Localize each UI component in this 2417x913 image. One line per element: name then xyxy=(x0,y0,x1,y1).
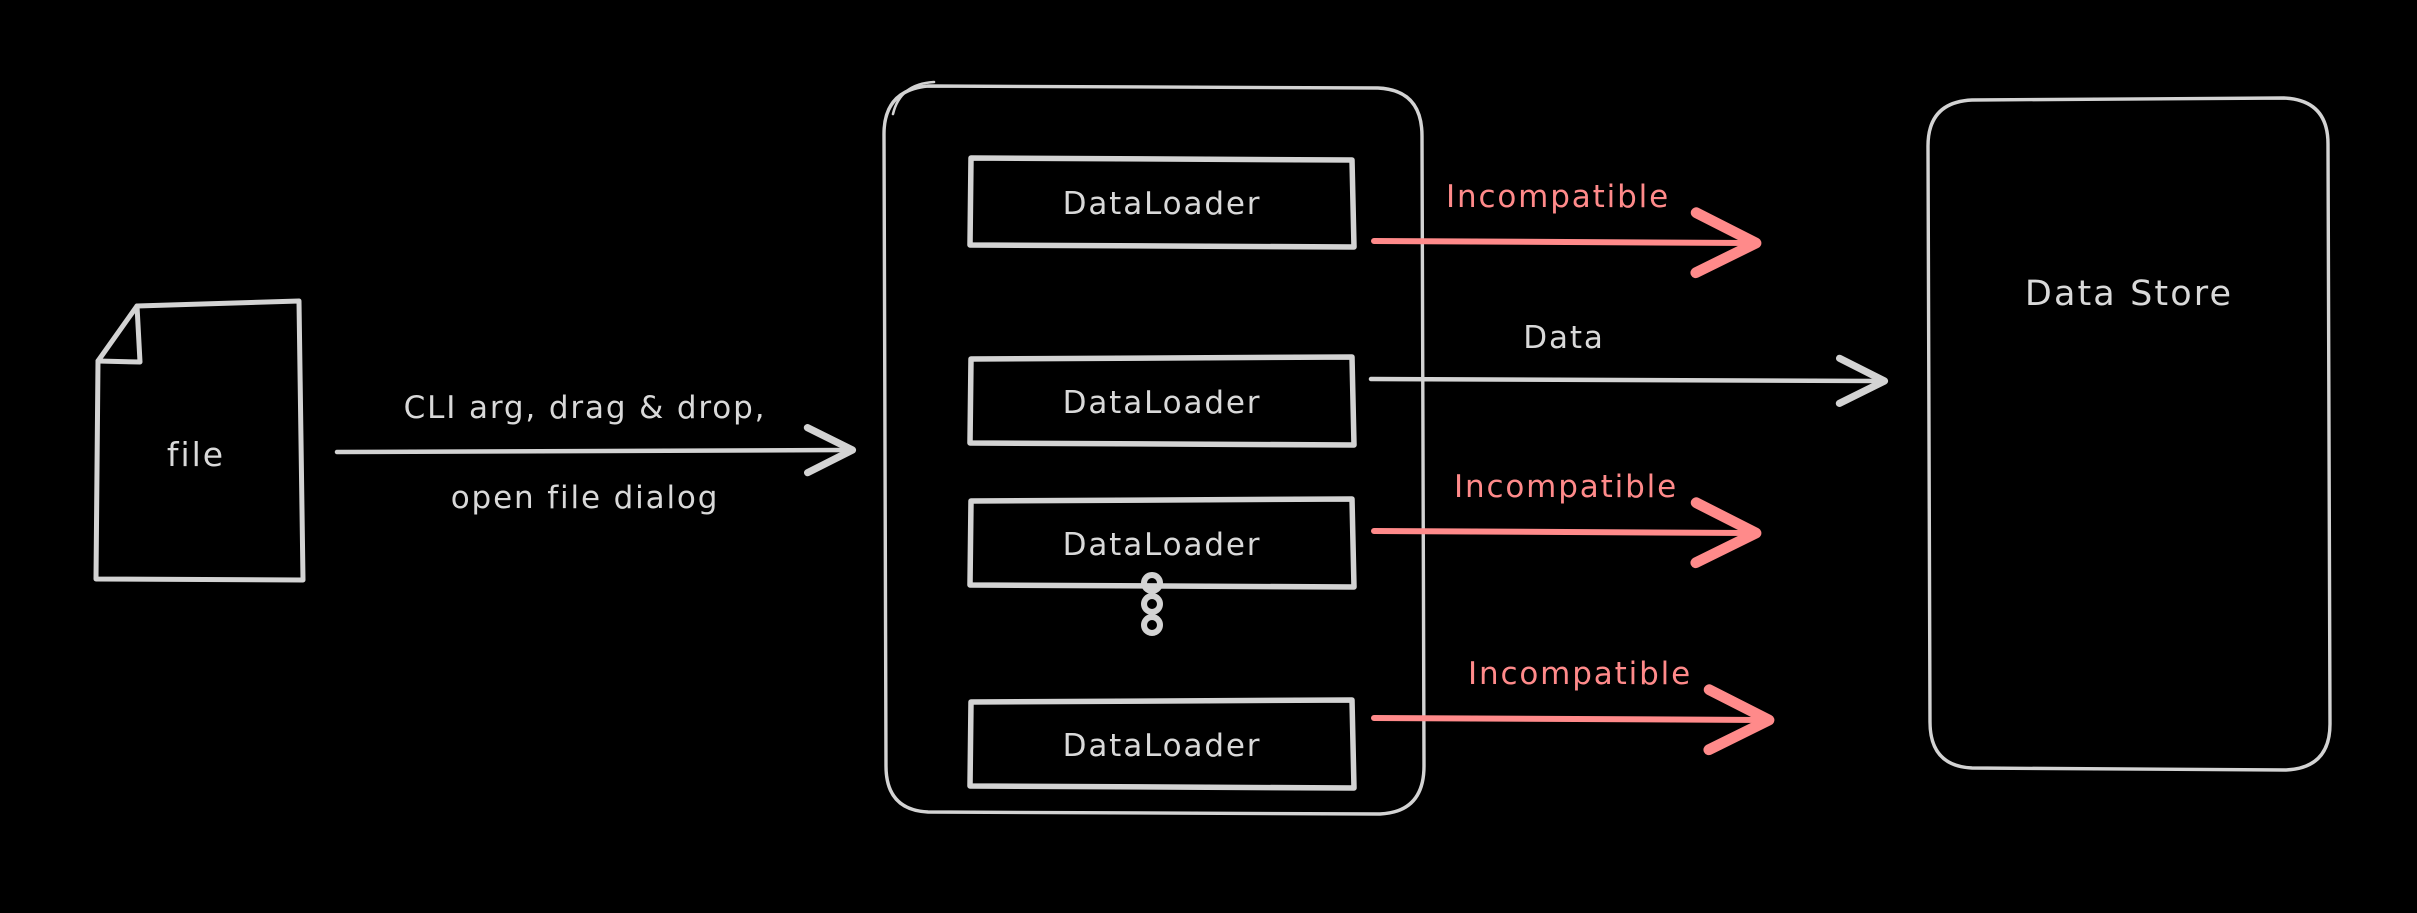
loader-box-1[interactable]: DataLoader xyxy=(967,155,1357,250)
loader-box-2-outline xyxy=(967,354,1357,448)
data-store-outline xyxy=(1926,96,2332,772)
output-edge-2-line xyxy=(1368,354,1889,407)
output-edge-4-label: Incompatible xyxy=(1468,656,1692,692)
output-edge-1-label: Incompatible xyxy=(1446,179,1670,215)
output-edge-3-label: Incompatible xyxy=(1454,469,1678,505)
output-edge-2-label: Data xyxy=(1523,320,1604,356)
loader-box-1-outline xyxy=(967,155,1357,250)
loader-box-3-outline xyxy=(967,496,1357,590)
loader-group-container[interactable]: DataLoader DataLoader DataLoader D xyxy=(882,80,1426,816)
output-edge-2: Data xyxy=(1368,320,1889,407)
output-edge-1-line xyxy=(1371,207,1762,279)
loader-box-4-outline xyxy=(967,697,1357,791)
output-edge-4-line xyxy=(1371,684,1775,756)
loader-box-3-label: DataLoader xyxy=(1063,527,1262,563)
loader-box-2[interactable]: DataLoader xyxy=(967,354,1357,448)
data-store-label: Data Store xyxy=(2025,274,2233,314)
input-edge-line xyxy=(334,424,857,477)
file-label: file xyxy=(167,435,225,474)
file-shape-outline xyxy=(93,298,306,583)
file-node[interactable]: file xyxy=(93,298,306,583)
output-edge-1: Incompatible xyxy=(1371,179,1762,279)
output-edge-3: Incompatible xyxy=(1371,469,1762,569)
input-edge-label-line1: CLI arg, drag & drop, xyxy=(404,390,767,426)
file-fold-icon xyxy=(95,303,143,365)
loader-box-3[interactable]: DataLoader xyxy=(967,496,1357,590)
input-edge-label-line2: open file dialog xyxy=(451,480,720,516)
loader-box-1-label: DataLoader xyxy=(1063,186,1262,222)
loader-box-2-label: DataLoader xyxy=(1063,385,1262,421)
output-edge-3-line xyxy=(1371,497,1762,569)
vertical-ellipsis-icon xyxy=(1141,572,1163,636)
data-store-node[interactable]: Data Store xyxy=(1926,96,2332,772)
loader-box-4[interactable]: DataLoader xyxy=(967,697,1357,791)
input-edge: CLI arg, drag & drop, open file dialog xyxy=(334,390,857,516)
loader-box-4-label: DataLoader xyxy=(1063,728,1262,764)
loader-group-outline xyxy=(882,84,1426,816)
output-edge-4: Incompatible xyxy=(1371,656,1775,756)
loader-group-outline-sketch xyxy=(891,80,936,116)
